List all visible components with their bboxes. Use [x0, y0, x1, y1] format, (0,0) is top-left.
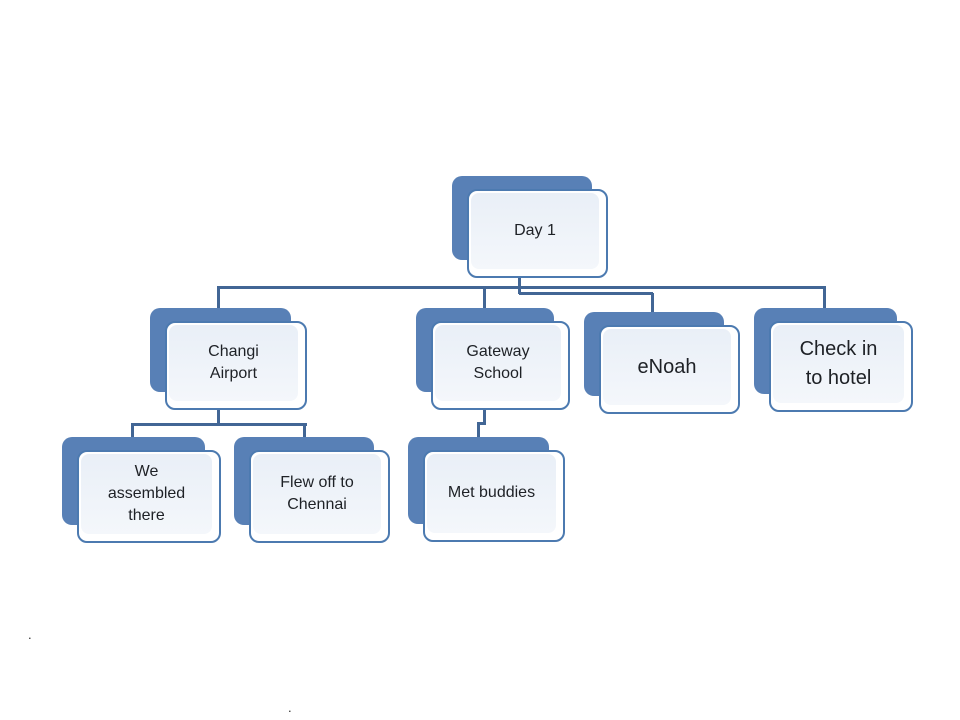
node-changi-airport[interactable]: Changi Airport — [150, 308, 307, 410]
node-checkin-label: Check in to hotel — [799, 338, 878, 389]
node-we-assembled-there[interactable]: We assembled there — [62, 437, 221, 543]
connector-drop-changi — [217, 287, 220, 309]
node-flew-off-label: Flew off to Chennai — [280, 473, 354, 513]
stray-period-left: . — [28, 627, 32, 642]
node-enoah-front-box: eNoah — [599, 325, 740, 414]
stray-period-bottom: . — [288, 700, 292, 715]
node-check-in-to-hotel[interactable]: Check in to hotel — [754, 308, 913, 412]
node-checkin-panel: Check in to hotel — [773, 325, 904, 403]
node-gateway-front-box: Gateway School — [431, 321, 570, 410]
node-changi-panel: Changi Airport — [169, 325, 298, 401]
node-flew-off-to-chennai[interactable]: Flew off to Chennai — [234, 437, 390, 543]
node-gateway-school[interactable]: Gateway School — [416, 308, 570, 410]
node-gateway-label: Gateway School — [466, 342, 530, 382]
node-day1-panel: Day 1 — [471, 193, 599, 269]
node-enoah-panel: eNoah — [603, 329, 731, 405]
node-flew-off-panel: Flew off to Chennai — [253, 454, 381, 534]
connector-drop-gateway — [483, 287, 486, 309]
node-enoah[interactable]: eNoah — [584, 312, 740, 414]
connector-day1-stem — [518, 277, 521, 294]
node-changi-label: Changi Airport — [208, 342, 259, 382]
connector-changi-horizontal — [131, 423, 307, 426]
node-we-assembled-panel: We assembled there — [81, 454, 212, 534]
node-met-buddies-panel: Met buddies — [427, 454, 556, 533]
connector-drop-enoah — [651, 293, 654, 313]
connector-gateway-stem — [483, 410, 486, 424]
node-flew-off-front-box: Flew off to Chennai — [249, 450, 390, 543]
node-met-buddies-label: Met buddies — [447, 484, 536, 502]
node-changi-front-box: Changi Airport — [165, 321, 307, 410]
node-we-assembled-label: We assembled there — [107, 462, 186, 525]
connector-day1-enoah-horizontal — [519, 292, 653, 295]
node-enoah-label: eNoah — [637, 355, 697, 378]
connector-gateway-jog — [477, 422, 486, 425]
connector-drop-met-buddies — [477, 422, 480, 439]
node-met-buddies[interactable]: Met buddies — [408, 437, 565, 542]
node-we-assembled-front-box: We assembled there — [77, 450, 221, 543]
node-day1-label: Day 1 — [514, 221, 556, 239]
connector-changi-stem — [217, 410, 220, 425]
connector-drop-flew-off — [303, 424, 306, 439]
node-met-buddies-front-box: Met buddies — [423, 450, 565, 542]
node-gateway-panel: Gateway School — [435, 325, 561, 401]
node-checkin-front-box: Check in to hotel — [769, 321, 913, 412]
connector-drop-we-assembled — [131, 424, 134, 439]
connector-drop-checkin — [823, 287, 826, 309]
connector-level2-horizontal — [217, 286, 826, 289]
node-day1-front-box: Day 1 — [467, 189, 608, 278]
node-day1[interactable]: Day 1 — [452, 176, 608, 278]
